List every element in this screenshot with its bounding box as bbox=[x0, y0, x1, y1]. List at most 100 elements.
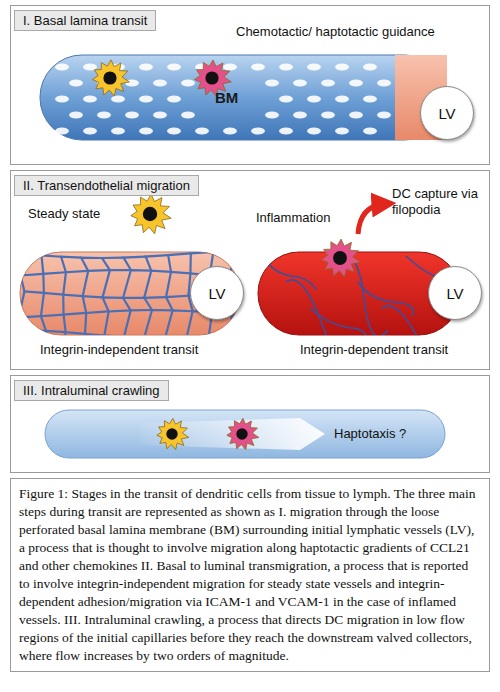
cell-nucleus bbox=[143, 207, 157, 221]
cell-nucleus bbox=[103, 71, 116, 84]
junction-lines bbox=[262, 254, 460, 335]
pore bbox=[363, 64, 377, 71]
cell-nucleus bbox=[205, 71, 218, 84]
pore bbox=[167, 128, 181, 135]
dendritic-cell bbox=[92, 60, 129, 96]
mechanism-note: DC capture via filopodia bbox=[392, 186, 488, 217]
junction bbox=[61, 332, 85, 335]
pore bbox=[83, 96, 97, 103]
junction bbox=[20, 316, 41, 330]
pore bbox=[111, 128, 125, 135]
pore bbox=[111, 96, 125, 103]
pore bbox=[293, 80, 307, 87]
pore bbox=[377, 80, 391, 87]
lymphatic-lumen bbox=[45, 410, 445, 458]
junction bbox=[43, 272, 66, 293]
dendritic-cell bbox=[157, 418, 189, 449]
junction bbox=[146, 255, 169, 271]
junction bbox=[231, 333, 240, 335]
pore bbox=[335, 64, 349, 71]
pore bbox=[321, 112, 335, 119]
pore bbox=[139, 64, 153, 71]
pore bbox=[139, 128, 153, 135]
cell-body bbox=[322, 239, 361, 277]
junction bbox=[358, 282, 413, 316]
pore bbox=[279, 96, 293, 103]
panel: III. Intraluminal crawling bbox=[10, 375, 490, 473]
junction bbox=[20, 330, 46, 335]
pore bbox=[251, 64, 265, 71]
pore bbox=[307, 96, 321, 103]
cell-body bbox=[131, 194, 171, 234]
pore bbox=[181, 112, 195, 119]
vessel-lumen: LV bbox=[190, 266, 244, 320]
junction bbox=[81, 258, 102, 271]
cell-nucleus bbox=[333, 251, 347, 265]
cell-body bbox=[92, 60, 129, 96]
junction bbox=[286, 280, 340, 335]
cell-nucleus bbox=[236, 428, 247, 439]
pore bbox=[349, 80, 363, 87]
pore bbox=[349, 112, 363, 119]
state-label: Steady state bbox=[28, 206, 100, 222]
pore bbox=[377, 112, 391, 119]
junction bbox=[61, 257, 81, 272]
pore bbox=[153, 112, 167, 119]
guidance-note: Chemotactic/ haptotactic guidance bbox=[236, 24, 435, 40]
pore bbox=[321, 80, 335, 87]
pore bbox=[167, 64, 181, 71]
gradient-arrow bbox=[140, 418, 325, 450]
junction bbox=[21, 254, 42, 276]
pore bbox=[335, 128, 349, 135]
pore bbox=[307, 128, 321, 135]
figure-caption: Figure 1: Stages in the transit of dendr… bbox=[10, 478, 490, 672]
pore bbox=[69, 112, 83, 119]
junction bbox=[166, 272, 190, 297]
cell-body bbox=[157, 418, 189, 449]
junction-network bbox=[20, 252, 240, 335]
dendritic-cell bbox=[131, 194, 171, 234]
pore bbox=[265, 80, 279, 87]
junction bbox=[64, 313, 87, 332]
cell-nucleus bbox=[166, 428, 177, 439]
junction bbox=[310, 308, 367, 335]
junction bbox=[262, 256, 316, 290]
vessel-lumen: LV bbox=[428, 266, 482, 320]
pore bbox=[55, 96, 69, 103]
membrane-label: BM bbox=[215, 89, 238, 106]
pore bbox=[293, 112, 307, 119]
transit-label: Integrin-dependent transit bbox=[300, 342, 448, 358]
basal-lamina-tube bbox=[40, 55, 447, 140]
pore bbox=[307, 64, 321, 71]
pore bbox=[223, 128, 237, 135]
junction bbox=[123, 298, 144, 311]
junction bbox=[123, 257, 145, 271]
state-label: Inflammation bbox=[256, 210, 330, 226]
transit-label: Integrin-independent transit bbox=[40, 342, 198, 358]
dendritic-cell bbox=[322, 239, 361, 277]
dendritic-cell bbox=[227, 418, 259, 449]
pore bbox=[97, 112, 111, 119]
pore bbox=[363, 96, 377, 103]
vessel-lumen: LV bbox=[420, 86, 474, 140]
pore bbox=[279, 64, 293, 71]
pore bbox=[83, 128, 97, 135]
junction bbox=[209, 335, 232, 336]
pore bbox=[167, 96, 181, 103]
pore bbox=[335, 96, 349, 103]
junction bbox=[382, 306, 441, 335]
junction bbox=[103, 297, 123, 311]
mechanism-note: Haptotaxis ? bbox=[334, 426, 406, 442]
pore bbox=[265, 112, 279, 119]
pore bbox=[55, 64, 69, 71]
filopodia-arrow bbox=[358, 204, 384, 234]
junction bbox=[39, 331, 65, 335]
vessel-label: LV bbox=[208, 285, 225, 302]
panel-heading: II. Transendothelial migration bbox=[14, 175, 199, 196]
junction bbox=[42, 255, 62, 274]
panel-heading: I. Basal lamina transit bbox=[14, 10, 156, 31]
pore bbox=[55, 128, 69, 135]
pore bbox=[279, 128, 293, 135]
pore bbox=[223, 64, 237, 71]
pore bbox=[195, 128, 209, 135]
